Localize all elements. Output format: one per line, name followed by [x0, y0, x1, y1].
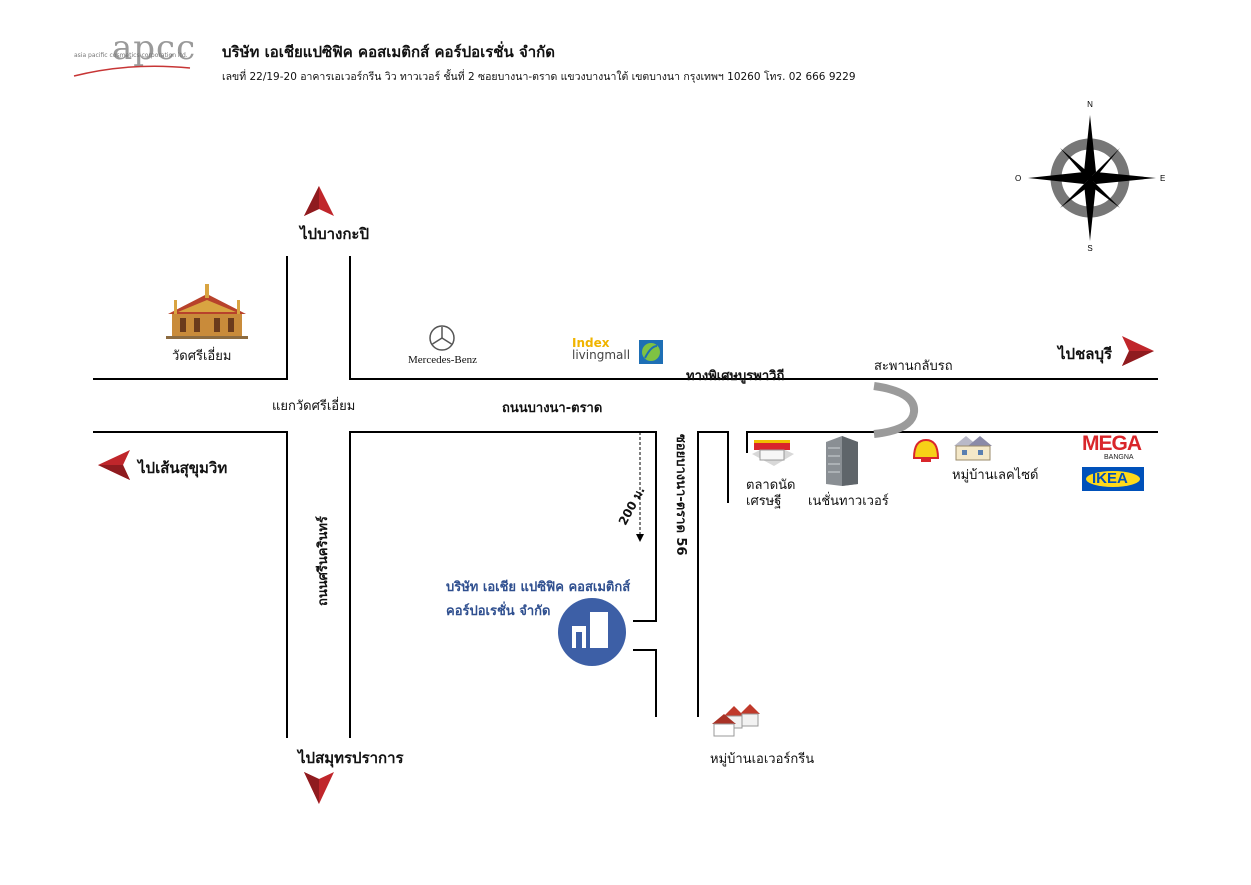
road-bangna-south-edge-4 — [747, 431, 1158, 433]
u-turn-label: สะพานกลับรถ — [874, 359, 953, 374]
road-srinakarin-west-top — [286, 256, 288, 380]
nation-tower-label: เนชั่นทาวเวอร์ — [808, 494, 889, 509]
ikea-logo: IKEA — [1082, 467, 1144, 491]
mercedes-label: Mercedes-Benz — [408, 354, 478, 366]
bangna-trad-label: ถนนบางนา-ตราด — [502, 401, 603, 416]
mega-bangna-logo: MEGA BANGNA — [1082, 432, 1146, 462]
compass-e: E — [1160, 174, 1165, 183]
mercedes-logo-icon — [429, 325, 455, 351]
road-bangna-south-edge-2 — [350, 431, 656, 433]
company-address: เลขที่ 22/19-20 อาคารเอเวอร์กรีน วิว ทาว… — [222, 71, 856, 83]
logo-subtitle: asia pacific cosmetics corporation ltd. — [74, 52, 188, 59]
logo-swoosh — [73, 65, 191, 77]
logo-letters: apcc — [112, 28, 197, 68]
tower-building-icon — [826, 436, 858, 486]
leaf-logo-icon — [639, 340, 663, 364]
road-srinakarin-east-top — [349, 256, 351, 380]
road-side-east-stub-2 — [746, 431, 748, 453]
road-bangna-south-edge-3 — [697, 431, 729, 433]
compass-s: S — [1087, 244, 1092, 253]
to-samutprakan-label: ไปสมุทรปราการ — [298, 749, 404, 767]
arrow-right-icon — [1122, 336, 1154, 366]
arrow-left-icon — [98, 450, 130, 480]
market-icon — [752, 440, 794, 466]
temple-icon — [166, 284, 248, 339]
index-logo-bottom: livingmall — [572, 348, 631, 362]
road-srinakarin-east-bottom — [349, 431, 351, 738]
mega-label: MEGA — [1082, 432, 1142, 455]
lakeside-label: หมู่บ้านเลคไซด์ — [952, 468, 1039, 483]
temple-label: วัดศรีเอี่ยม — [172, 349, 232, 364]
road-side-east-stub — [727, 431, 729, 503]
destination-marker[interactable] — [556, 598, 628, 666]
company-name: บริษัท เอเชียแปซิฟิค คอสเมติกส์ คอร์ปอเร… — [222, 43, 555, 61]
ikea-label: IKEA — [1092, 470, 1128, 487]
village-houses-icon — [712, 704, 760, 737]
road-soi56-entrance-top — [633, 620, 657, 622]
compass-w: O — [1015, 174, 1021, 183]
shell-logo-icon — [912, 438, 940, 462]
compass-rose: N S E O — [1015, 100, 1165, 253]
burapha-withi-label: ทางพิเศษบูรพาวิถี — [686, 369, 785, 384]
compass-n: N — [1087, 100, 1093, 109]
house-icon — [954, 436, 992, 461]
arrow-up-icon — [304, 186, 334, 216]
to-chonburi-label: ไปชลบุรี — [1058, 345, 1113, 363]
index-logo-top: Index — [572, 336, 610, 350]
road-srinakarin-west-bottom — [286, 431, 288, 738]
srinakarin-label: ถนนศรีนครินทร์ — [316, 516, 331, 606]
arrow-down-icon — [304, 772, 334, 804]
to-sukhumvit-label: ไปเส้นสุขุมวิท — [138, 459, 228, 477]
junction-label: แยกวัดศรีเอี่ยม — [272, 399, 356, 414]
road-bangna-north-edge-2 — [350, 378, 1158, 380]
road-soi56-west-lower — [655, 649, 657, 717]
company-logo: apcc asia pacific cosmetics corporation … — [70, 28, 195, 84]
to-bangkapi-label: ไปบางกะปิ — [300, 225, 369, 243]
soi56-label: ซอยบางนา-ตราด 56 — [673, 434, 688, 556]
destination-name-line2: คอร์ปอเรชั่น จำกัด — [446, 604, 551, 619]
market-label-line2: เศรษฐี — [746, 494, 782, 509]
market-label-line1: ตลาดนัด — [746, 478, 796, 493]
evergreen-label: หมู่บ้านเอเวอร์กรีน — [710, 752, 815, 767]
u-turn-bridge — [873, 382, 919, 438]
distance-indicator — [636, 432, 644, 542]
destination-name-line1: บริษัท เอเชีย แปซิฟิค คอสเมติกส์ — [446, 580, 631, 595]
road-soi56-entrance-bottom — [633, 649, 657, 651]
road-soi56-east — [697, 431, 699, 717]
road-soi56-west-upper — [655, 431, 657, 621]
road-bangna-south-edge — [93, 431, 287, 433]
mega-sub-label: BANGNA — [1104, 454, 1134, 461]
road-bangna-north-edge — [93, 378, 287, 380]
